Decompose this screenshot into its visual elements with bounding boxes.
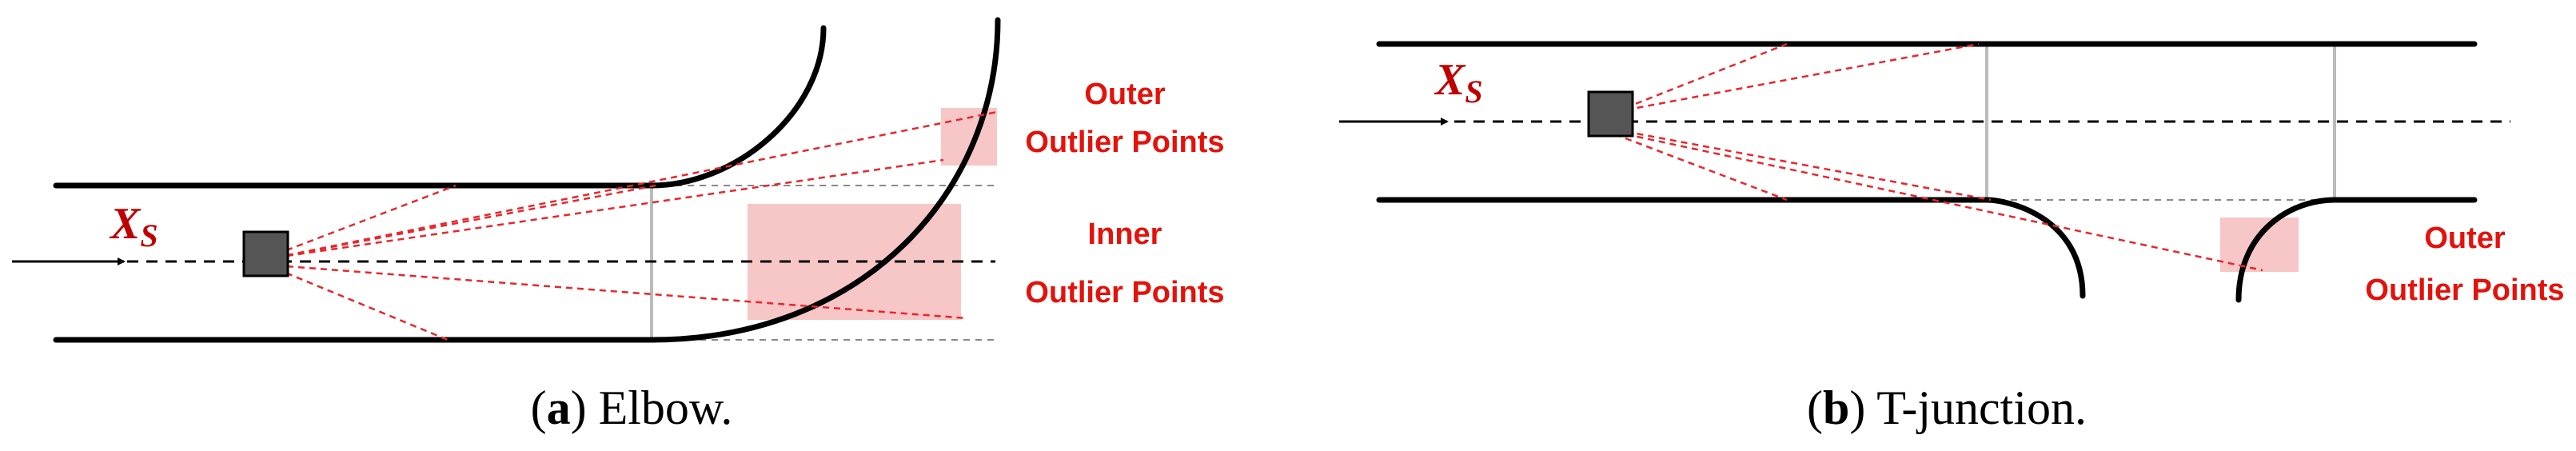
elbow-inner-label-line1: Inner <box>1088 218 1162 251</box>
t-outer-label-line1: Outer <box>2424 222 2506 255</box>
panel-t-junction: XS Outer Outlier Points (b) T-junction. <box>1339 41 2565 434</box>
elbow-symbol: XS <box>109 199 158 253</box>
elbow-inner-label-line2: Outlier Points <box>1025 276 1224 309</box>
t-junction-caption: (b) T-junction. <box>1807 381 2087 434</box>
t-bottom-wall-right <box>2235 197 2478 303</box>
t-sensor-rays <box>1614 42 2263 272</box>
t-symbol: XS <box>1434 55 1483 110</box>
elbow-outer-label-line1: Outer <box>1084 78 1166 111</box>
elbow-outer-wall <box>53 17 1001 343</box>
elbow-caption: (a) Elbow. <box>531 381 733 434</box>
t-outer-outlier-region <box>2220 218 2299 272</box>
elbow-sensor <box>242 230 289 277</box>
elbow-outer-label-line2: Outlier Points <box>1025 126 1224 159</box>
t-sensor <box>1587 90 1634 138</box>
elbow-sensor-rays <box>275 110 998 341</box>
panel-elbow: XS Outer Outlier Points Inner Outlier Po… <box>12 17 1225 434</box>
t-bottom-wall-left <box>1376 197 2086 299</box>
elbow-inner-wall <box>53 25 827 189</box>
t-outer-label-line2: Outlier Points <box>2365 273 2564 307</box>
